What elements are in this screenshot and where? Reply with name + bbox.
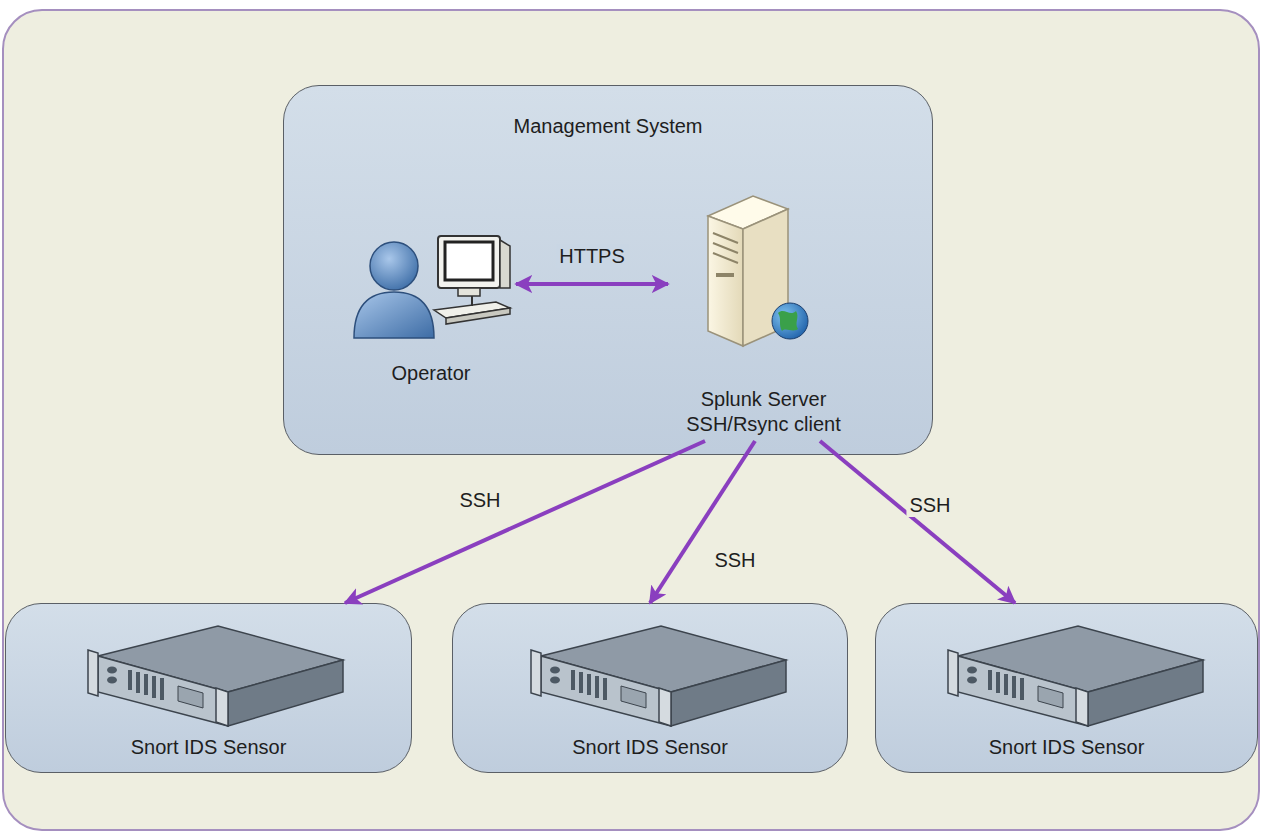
sensor-box: Snort IDS Sensor	[875, 603, 1258, 773]
connector-arrow	[516, 282, 668, 286]
sensor-box: Snort IDS Sensor	[452, 603, 848, 773]
server-node: Splunk Server SSH/Rsync client	[668, 191, 859, 441]
sensor-appliance-icon	[918, 608, 1218, 738]
sensor-box: Snort IDS Sensor	[5, 603, 412, 773]
box-title: Snort IDS Sensor	[572, 735, 728, 760]
box-title: Management System	[514, 114, 703, 139]
box-title: Snort IDS Sensor	[131, 735, 287, 760]
connector-arrow	[650, 441, 755, 603]
protocol-label: SSH	[456, 488, 503, 512]
node-label: Splunk Server SSH/Rsync client	[668, 387, 859, 437]
operator-node: Operator	[346, 226, 516, 386]
operator-icon	[346, 226, 516, 366]
connector-arrow	[345, 441, 705, 603]
system-group: Management System Operator Splunk Server…	[283, 85, 933, 455]
box-title: Snort IDS Sensor	[989, 735, 1145, 760]
connector-arrow	[820, 441, 1015, 603]
protocol-label: HTTPS	[556, 244, 628, 268]
protocol-label: SSH	[906, 493, 953, 517]
node-label: Operator	[392, 361, 471, 386]
sensor-appliance-icon	[501, 608, 801, 738]
sensor-appliance-icon	[58, 608, 358, 738]
protocol-label: SSH	[711, 548, 758, 572]
server-icon	[668, 191, 843, 351]
